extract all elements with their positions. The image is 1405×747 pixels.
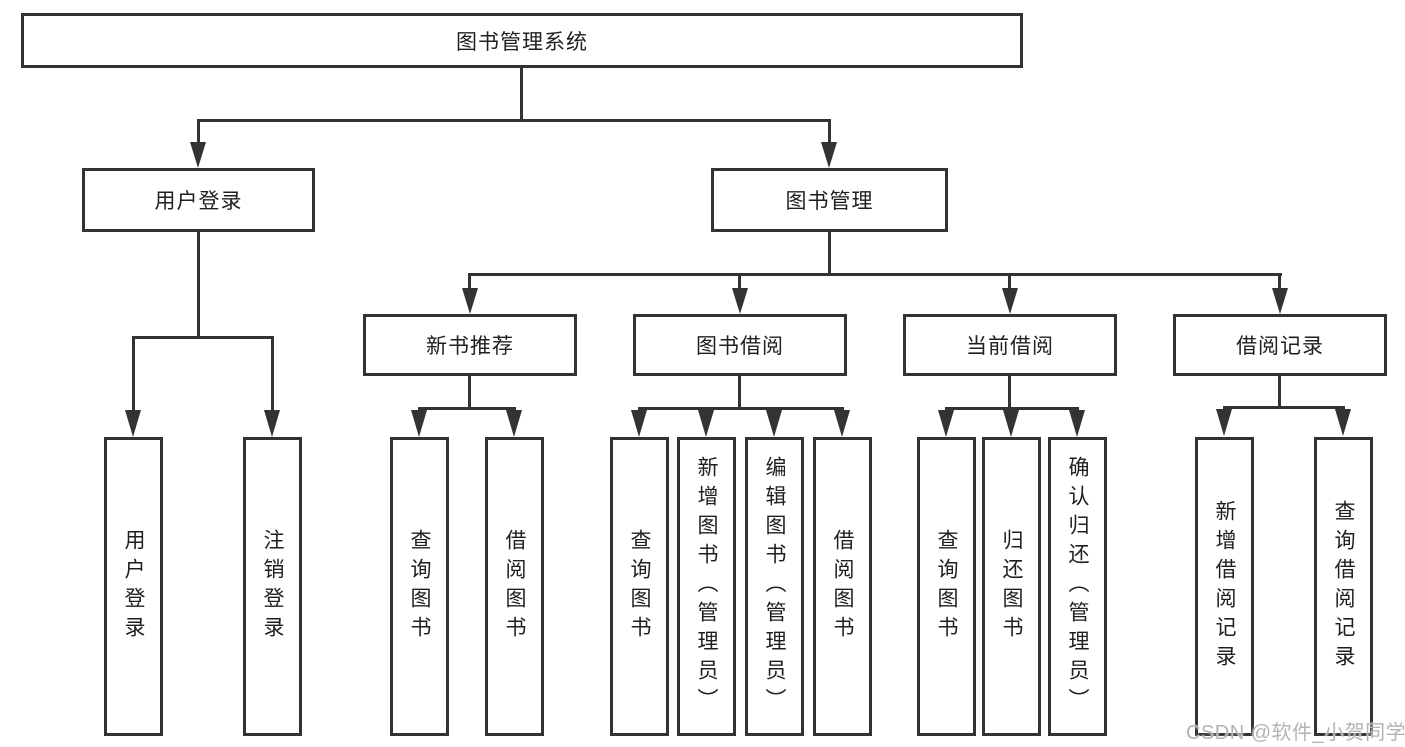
node-new-book-recommend: 新书推荐 — [363, 314, 577, 376]
leaf-add-borrow-record-label: 新增借阅记录 — [1213, 499, 1237, 674]
arrow-down-leaf-add-record — [1216, 409, 1232, 436]
connector-stem-new-book — [468, 275, 471, 288]
connector-borrow-records-hbar — [1223, 406, 1345, 409]
node-root-label: 图书管理系统 — [456, 30, 588, 54]
arrow-down-leaf-query2 — [631, 410, 647, 437]
connector-user-login-hbar — [132, 336, 274, 339]
connector-book-borrow-hbar — [638, 407, 844, 410]
leaf-query-borrow-record-label: 查询借阅记录 — [1332, 499, 1356, 674]
node-current-borrow: 当前借阅 — [903, 314, 1117, 376]
node-borrow-records: 借阅记录 — [1173, 314, 1387, 376]
arrow-down-user-login — [190, 142, 206, 168]
leaf-borrow-books-1: 借阅图书 — [485, 437, 544, 736]
connector-current-borrow-hbar — [945, 407, 1079, 410]
arrow-down-leaf-query-record — [1335, 409, 1351, 436]
leaf-edit-book-admin-label: 编辑图书（管理员） — [763, 456, 787, 717]
node-book-management-label: 图书管理 — [785, 190, 874, 213]
leaf-confirm-return-admin-label: 确认归还（管理员） — [1066, 456, 1090, 717]
connector-stem-leaf-logout — [271, 338, 274, 410]
leaf-query-books-1: 查询图书 — [390, 437, 449, 736]
connector-stem-leaf-login — [132, 338, 135, 410]
arrow-down-borrow-records — [1272, 288, 1288, 314]
arrow-down-leaf-query1 — [411, 410, 427, 437]
leaf-borrow-books-2-label: 借阅图书 — [831, 528, 855, 645]
connector-current-borrow-stem — [1008, 376, 1011, 407]
leaf-query-books-2-label: 查询图书 — [628, 528, 652, 645]
connector-stem-borrow-records — [1278, 275, 1281, 288]
leaf-query-borrow-record: 查询借阅记录 — [1314, 437, 1373, 736]
leaf-return-book: 归还图书 — [982, 437, 1041, 736]
leaf-confirm-return-admin: 确认归还（管理员） — [1048, 437, 1107, 736]
leaf-borrow-books-1-label: 借阅图书 — [503, 528, 527, 645]
leaf-edit-book-admin: 编辑图书（管理员） — [745, 437, 804, 736]
node-user-login-label: 用户登录 — [154, 190, 243, 213]
leaf-borrow-books-2: 借阅图书 — [813, 437, 872, 736]
leaf-add-book-admin-label: 新增图书（管理员） — [695, 456, 719, 717]
leaf-query-books-3-label: 查询图书 — [935, 528, 959, 645]
node-book-management: 图书管理 — [711, 168, 948, 232]
leaf-logout: 注销登录 — [243, 437, 302, 736]
connector-stem-current-borrow — [1008, 275, 1011, 288]
arrow-down-new-book — [462, 288, 478, 314]
connector-borrow-records-stem — [1278, 376, 1281, 406]
arrow-down-leaf-borrow2 — [834, 410, 850, 437]
leaf-user-login: 用户登录 — [104, 437, 163, 736]
connector-stem-user-login — [197, 121, 200, 143]
arrow-down-leaf-return — [1003, 410, 1019, 437]
leaf-query-books-2: 查询图书 — [610, 437, 669, 736]
node-current-borrow-label: 当前借阅 — [966, 335, 1054, 358]
connector-user-login-stem — [197, 232, 200, 336]
leaf-query-books-3: 查询图书 — [917, 437, 976, 736]
arrow-down-leaf-logout — [264, 410, 280, 437]
node-book-borrow: 图书借阅 — [633, 314, 847, 376]
node-user-login: 用户登录 — [82, 168, 315, 232]
arrow-down-leaf-query3 — [938, 410, 954, 437]
connector-new-book-stem — [468, 376, 471, 407]
connector-book-borrow-stem — [738, 376, 741, 407]
csdn-watermark: CSDN @软件_小贺同学 — [1186, 722, 1405, 744]
leaf-user-login-label: 用户登录 — [122, 528, 146, 645]
node-new-book-recommend-label: 新书推荐 — [426, 335, 514, 358]
node-book-borrow-label: 图书借阅 — [696, 335, 784, 358]
connector-level3-hbar — [468, 273, 1282, 276]
arrow-down-leaf-confirm-return — [1069, 410, 1085, 437]
arrow-down-leaf-login — [125, 410, 141, 437]
connector-root-stem — [520, 68, 523, 121]
arrow-down-leaf-borrow1 — [506, 410, 522, 437]
leaf-query-books-1-label: 查询图书 — [408, 528, 432, 645]
connector-new-book-hbar — [418, 407, 516, 410]
arrow-down-book-management — [821, 142, 837, 168]
arrow-down-book-borrow — [732, 288, 748, 314]
arrow-down-current-borrow — [1002, 288, 1018, 314]
leaf-return-book-label: 归还图书 — [1000, 528, 1024, 645]
leaf-add-book-admin: 新增图书（管理员） — [677, 437, 736, 736]
leaf-add-borrow-record: 新增借阅记录 — [1195, 437, 1254, 736]
arrow-down-leaf-edit-book — [766, 410, 782, 437]
leaf-logout-label: 注销登录 — [261, 528, 285, 645]
connector-book-management-stem — [828, 232, 831, 273]
connector-stem-book-borrow — [738, 275, 741, 288]
node-borrow-records-label: 借阅记录 — [1236, 335, 1324, 358]
connector-level2-hbar — [197, 119, 831, 122]
node-root: 图书管理系统 — [21, 13, 1023, 68]
connector-stem-book-management — [828, 121, 831, 143]
arrow-down-leaf-add-book — [698, 410, 714, 437]
